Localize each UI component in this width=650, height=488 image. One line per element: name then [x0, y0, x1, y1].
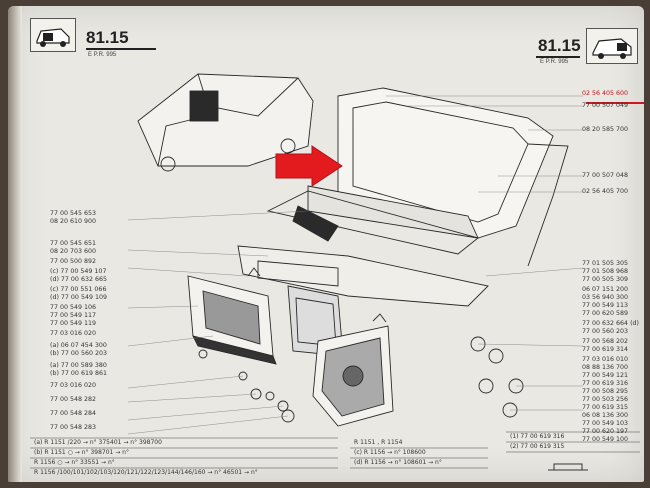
- table-row: (d) R 1156 → n° 108601 → n°: [354, 459, 442, 466]
- part-number: 77 00 548 283: [50, 424, 97, 431]
- part-number: 08 88 136 700: [582, 364, 629, 371]
- table-row: (1) 77 00 619 316: [510, 433, 565, 440]
- table-row: R 1156 ○ → n° 33551 → n°: [34, 459, 115, 466]
- part-number: 77 00 560 203: [582, 328, 629, 335]
- part-number: 77 03 016 020: [50, 382, 97, 389]
- part-number: 77 00 503 256: [582, 396, 629, 403]
- part-number: (d) 77 00 632 665: [50, 276, 107, 283]
- table-row: (a) R 1151 /220 → n° 375401 → n° 398700: [34, 439, 162, 446]
- part-number: (a) 77 00 589 380: [50, 362, 107, 369]
- table-row: R 1156 /100/101/102/103/120/121/122/123/…: [34, 469, 258, 476]
- book-gutter: [8, 6, 22, 482]
- table-row: (b) R 1151 ○ → n° 398701 → n°: [34, 449, 129, 456]
- header-rule-left: [86, 48, 156, 50]
- section-number-right: 81.15: [538, 36, 581, 55]
- part-number: 77 00 500 892: [50, 258, 97, 265]
- part-number: 77 00 549 100: [582, 436, 629, 443]
- part-number: 77 00 549 103: [582, 420, 629, 427]
- part-number: 02 56 405 700: [582, 188, 629, 195]
- part-number: 02 56 405 600: [582, 90, 629, 97]
- part-number: 77 00 548 284: [50, 410, 97, 417]
- car-thumbnail-right: [586, 28, 638, 64]
- part-number: 77 00 545 653: [50, 210, 97, 217]
- part-number: 77 00 619 316: [582, 380, 629, 387]
- part-number: (b) 77 00 560 203: [50, 350, 107, 357]
- part-number: 77 00 619 315: [582, 404, 629, 411]
- table-row: (c) R 1156 → n° 108600: [354, 449, 426, 456]
- header-rule-right: [536, 56, 580, 58]
- part-number: 77 00 620 589: [582, 310, 629, 317]
- bracket-icon: [548, 463, 588, 471]
- car-icon: [592, 38, 632, 59]
- highlight-underline: [586, 102, 644, 104]
- part-number: 08 20 610 900: [50, 218, 97, 225]
- exploded-parts-drawing: [30, 73, 640, 471]
- subtitle-left: E P.R. 995: [88, 52, 117, 58]
- part-number: 77 00 545 651: [50, 240, 97, 247]
- subtitle-right: E P.R. 995: [540, 59, 569, 65]
- part-number: 77 00 508 295: [582, 388, 629, 395]
- part-number: 06 07 151 200: [582, 286, 629, 293]
- red-arrow-icon: [275, 145, 343, 187]
- part-number: 77 00 619 314: [582, 346, 629, 353]
- part-number: (c) 77 00 549 107: [50, 268, 107, 275]
- part-number: 77 00 505 309: [582, 276, 629, 283]
- table-row: R 1151 , R 1154: [354, 439, 403, 446]
- part-number: 77 00 549 119: [50, 320, 97, 327]
- part-number: (d) 77 00 549 109: [50, 294, 107, 301]
- part-number: 77 00 507 049: [582, 102, 629, 109]
- part-number: 08 20 585 700: [582, 126, 629, 133]
- part-number: 77 00 548 282: [50, 396, 97, 403]
- car-icon: [36, 28, 70, 47]
- part-number: 77 03 016 020: [50, 330, 97, 337]
- part-number: 77 00 507 048: [582, 172, 629, 179]
- part-number: 77 00 549 113: [582, 302, 629, 309]
- part-number: (c) 77 00 551 066: [50, 286, 107, 293]
- catalog-page: 81.15 E P.R. 995 81.15 E P.R. 995: [8, 6, 644, 482]
- part-number: 77 00 549 117: [50, 312, 97, 319]
- part-number: (b) 77 00 619 861: [50, 370, 107, 377]
- section-number-left: 81.15: [86, 28, 129, 47]
- part-number: 06 08 136 300: [582, 412, 629, 419]
- part-number: 77 03 016 010: [582, 356, 629, 363]
- table-row: (2) 77 00 619 315: [510, 443, 565, 450]
- part-number: 77 01 505 305: [582, 260, 629, 267]
- part-number: 77 01 508 968: [582, 268, 629, 275]
- car-thumbnail-left: [30, 18, 76, 52]
- part-number: 08 20 703 600: [50, 248, 97, 255]
- part-number: (a) 06 07 454 300: [50, 342, 107, 349]
- part-number: 77 00 568 202: [582, 338, 629, 345]
- part-number: 03 56 940 300: [582, 294, 629, 301]
- part-number: 77 00 632 664 (d): [582, 320, 639, 327]
- part-number: 77 00 549 106: [50, 304, 97, 311]
- part-number: 77 00 549 121: [582, 372, 629, 379]
- part-number: 77 00 620 197: [582, 428, 629, 435]
